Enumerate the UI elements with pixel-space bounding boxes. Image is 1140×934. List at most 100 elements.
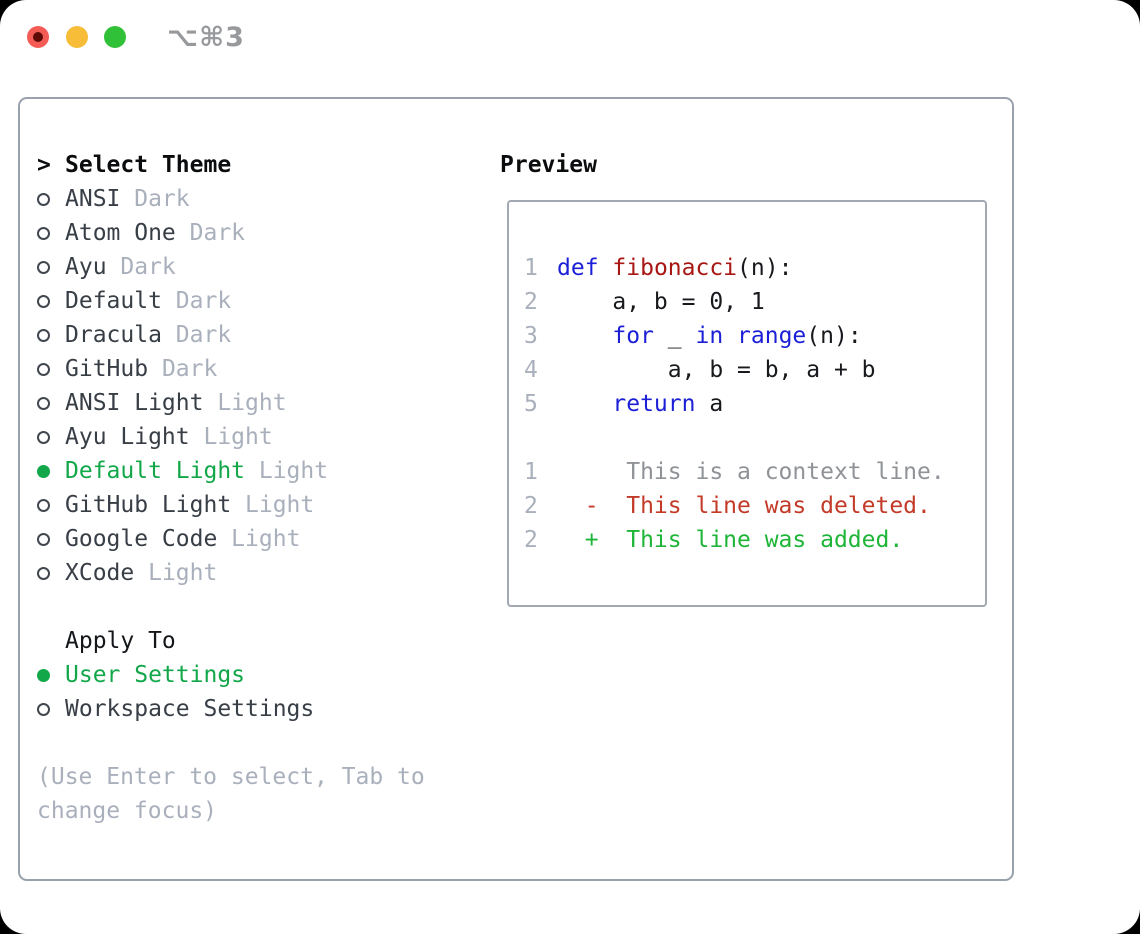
code-token: fibonacci [612,255,738,281]
theme-item[interactable]: ANSI Light Light [37,386,477,420]
theme-item[interactable]: GitHub Dark [37,352,477,386]
theme-variant: Light [231,492,315,518]
radio-icon [37,328,65,342]
theme-item[interactable]: Default Dark [37,284,477,318]
code-line: 2 - This line was deleted. [524,489,985,523]
apply-to-option-label: Workspace Settings [65,696,315,722]
radio-icon [37,294,65,308]
code-token [599,255,613,281]
code-token [723,323,737,349]
theme-variant: Dark [106,254,176,280]
radio-icon [37,464,65,478]
radio-icon [37,430,65,444]
line-number: 1 [524,255,538,281]
apply-to-header: Apply To [37,624,477,658]
radio-icon [37,702,65,716]
code-token: (n): [806,323,862,349]
theme-variant: Light [217,526,301,552]
apply-to-option[interactable]: Workspace Settings [37,692,477,726]
radio-icon [37,498,65,512]
select-theme-header: > Select Theme [37,148,477,182]
theme-name: Ayu [65,254,107,280]
code-token: + This line was added. [557,527,904,553]
close-button[interactable] [27,26,49,48]
focus-caret-icon: > [37,152,51,178]
apply-to-option[interactable]: User Settings [37,658,477,692]
theme-item[interactable]: XCode Light [37,556,477,590]
code-token: def [557,255,599,281]
theme-item[interactable]: Ayu Light Light [37,420,477,454]
preview-title: Preview [500,152,597,178]
code-token: (n): [737,255,793,281]
code-token: for [612,323,654,349]
radio-icon [37,192,65,206]
code-token: a [695,391,724,417]
theme-variant: Dark [161,288,232,314]
code-line: 3 for _ in range(n): [524,319,985,353]
apply-to-title: Apply To [65,628,176,654]
theme-name: Default [65,288,162,314]
code-line: 2 + This line was added. [524,523,985,557]
theme-name: Atom One [65,220,176,246]
theme-item[interactable]: GitHub Light Light [37,488,477,522]
theme-name: GitHub [65,356,149,382]
code-token: a, b = 0, 1 [557,289,765,315]
window-shortcut-label: ⌥⌘3 [167,22,245,53]
code-line: 1 def fibonacci(n): [524,251,985,285]
code-line: 4 a, b = b, a + b [524,353,985,387]
code-token: a, b = b, a + b [557,357,876,383]
line-number: 2 [524,493,538,519]
apply-to-option-label: User Settings [65,662,246,688]
code-token: return [612,391,696,417]
line-number: 3 [524,323,538,349]
line-number: 2 [524,289,538,315]
code-token: in [695,323,724,349]
theme-name: GitHub Light [65,492,232,518]
theme-variant: Dark [120,186,190,212]
code-token: - This line was deleted. [557,493,931,519]
select-theme-title: Select Theme [65,152,232,178]
titlebar: ⌥⌘3 [0,0,1140,75]
code-token: _ [653,323,696,349]
radio-icon [37,260,65,274]
code-token: range [737,323,807,349]
theme-variant: Dark [161,322,232,348]
theme-variant: Light [203,390,287,416]
theme-item[interactable]: Google Code Light [37,522,477,556]
theme-item[interactable]: Default Light Light [37,454,477,488]
theme-item[interactable]: Ayu Dark [37,250,477,284]
theme-name: Google Code [65,526,218,552]
theme-variant: Dark [148,356,218,382]
theme-variant: Light [134,560,218,586]
line-number: 2 [524,527,538,553]
close-dot-icon [33,32,43,42]
code-line: 5 return a [524,387,985,421]
radio-icon [37,226,65,240]
code-token [557,323,612,349]
radio-icon [37,362,65,376]
theme-variant: Light [245,458,329,484]
radio-icon [37,566,65,580]
theme-name: ANSI Light [65,390,204,416]
code-token: This is a context line. [557,459,945,485]
theme-name: Default Light [65,458,246,484]
theme-item[interactable]: ANSI Dark [37,182,477,216]
theme-item[interactable]: Atom One Dark [37,216,477,250]
zoom-button[interactable] [104,26,126,48]
minimize-button[interactable] [66,26,88,48]
code-line [524,421,985,455]
radio-icon [37,396,65,410]
theme-variant: Dark [175,220,246,246]
theme-item[interactable]: Dracula Dark [37,318,477,352]
theme-variant: Light [189,424,273,450]
code-line: 2 a, b = 0, 1 [524,285,985,319]
theme-name: XCode [65,560,135,586]
code-token [557,391,612,417]
line-number: 5 [524,391,538,417]
theme-name: Dracula [65,322,162,348]
code-line: 1 This is a context line. [524,455,985,489]
